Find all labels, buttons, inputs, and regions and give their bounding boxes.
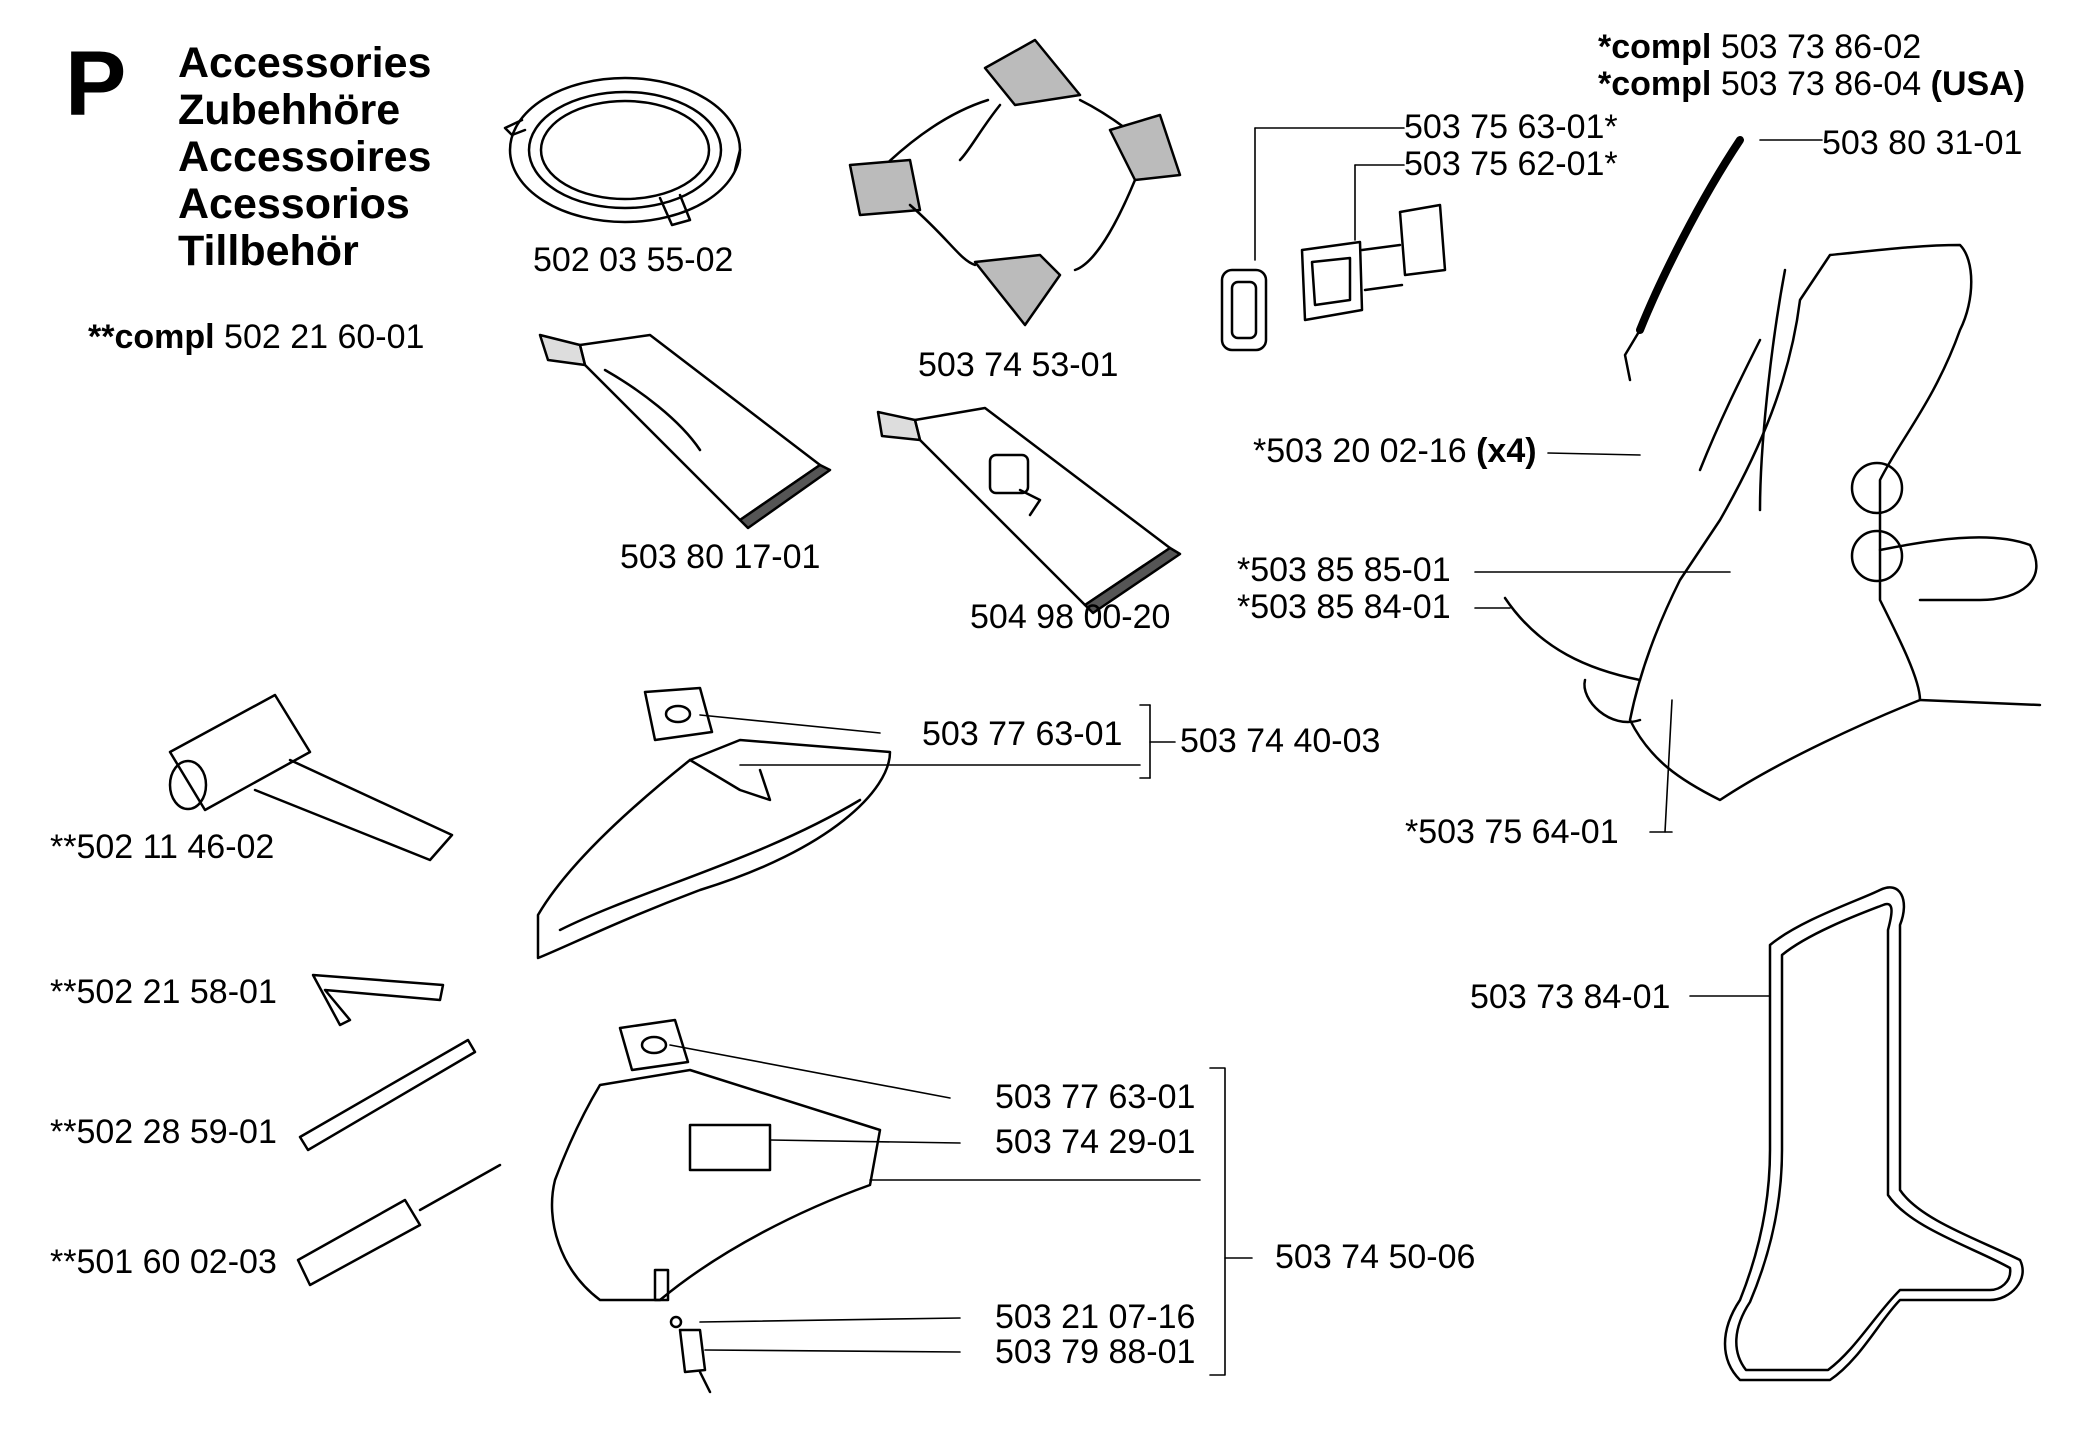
line-guard-ring-drawing xyxy=(505,78,740,225)
compl-top-1: *compl 503 73 86-02 xyxy=(1598,28,1922,66)
section-letter: P xyxy=(65,33,127,135)
grease-tube-2-drawing xyxy=(878,408,1180,613)
section-headings: Accessories Zubehhöre Accessoires Acesso… xyxy=(178,40,431,275)
combination-wrench-drawing xyxy=(170,695,452,860)
label-plate-2: 503 77 63-01 xyxy=(995,1078,1196,1116)
label-plate-1: 503 77 63-01 xyxy=(922,715,1123,753)
frame-strap-drawing xyxy=(1725,887,2023,1380)
label-hook: *503 75 64-01 xyxy=(1405,813,1619,851)
grease-tube-1-drawing xyxy=(540,335,830,528)
label-grease-tube-1: 503 80 17-01 xyxy=(620,538,821,576)
heading-en: Accessories xyxy=(178,39,432,87)
label-strap-bar: 503 80 31-01 xyxy=(1822,124,2023,162)
label-frame-strap: 503 73 84-01 xyxy=(1470,978,1671,1016)
label-clip-lower: 503 75 62-01* xyxy=(1404,145,1618,183)
label-grease-tube-2: 504 98 00-20 xyxy=(970,598,1171,636)
label-combination-wrench: **502 11 46-02 xyxy=(50,828,275,866)
label-harness-pad: 503 74 53-01 xyxy=(918,346,1119,384)
rod-drawing xyxy=(300,1040,475,1150)
harness-pad-drawing xyxy=(850,40,1180,325)
label-strap-84: *503 85 84-01 xyxy=(1237,588,1451,626)
heading-de: Zubehhöre xyxy=(178,86,401,134)
hex-key-drawing xyxy=(313,975,443,1025)
label-decal: 503 74 29-01 xyxy=(995,1123,1196,1161)
label-clip-upper: 503 75 63-01* xyxy=(1404,108,1618,146)
heading-pt: Acessorios xyxy=(178,180,410,228)
label-strap-85: *503 85 85-01 xyxy=(1237,551,1451,589)
heading-fr: Accessoires xyxy=(178,133,432,181)
label-screw: *503 20 02-16 (x4) xyxy=(1253,432,1537,470)
blade-guard-2-drawing xyxy=(552,1020,880,1392)
buckle-drawing xyxy=(1222,205,1445,350)
label-rod: **502 28 59-01 xyxy=(50,1113,277,1151)
leader-lines xyxy=(670,128,1822,1375)
backpack-harness-drawing xyxy=(1505,140,2040,800)
label-screwdriver: **501 60 02-03 xyxy=(50,1243,277,1281)
label-guard-kit-2: 503 74 50-06 xyxy=(1275,1238,1476,1276)
compl-left: **compl 502 21 60-01 xyxy=(88,318,425,356)
label-guard-kit-1: 503 74 40-03 xyxy=(1180,722,1381,760)
blade-guard-1-drawing xyxy=(538,688,890,958)
label-knife: 503 79 88-01 xyxy=(995,1333,1196,1371)
compl-top-2: *compl 503 73 86-04 (USA) xyxy=(1598,65,2026,103)
label-line-guard-ring: 502 03 55-02 xyxy=(533,241,734,279)
screwdriver-drawing xyxy=(298,1165,500,1285)
label-hex-key: **502 21 58-01 xyxy=(50,973,277,1011)
heading-sv: Tillbehör xyxy=(178,227,359,275)
label-screw-small: 503 21 07-16 xyxy=(995,1298,1196,1336)
